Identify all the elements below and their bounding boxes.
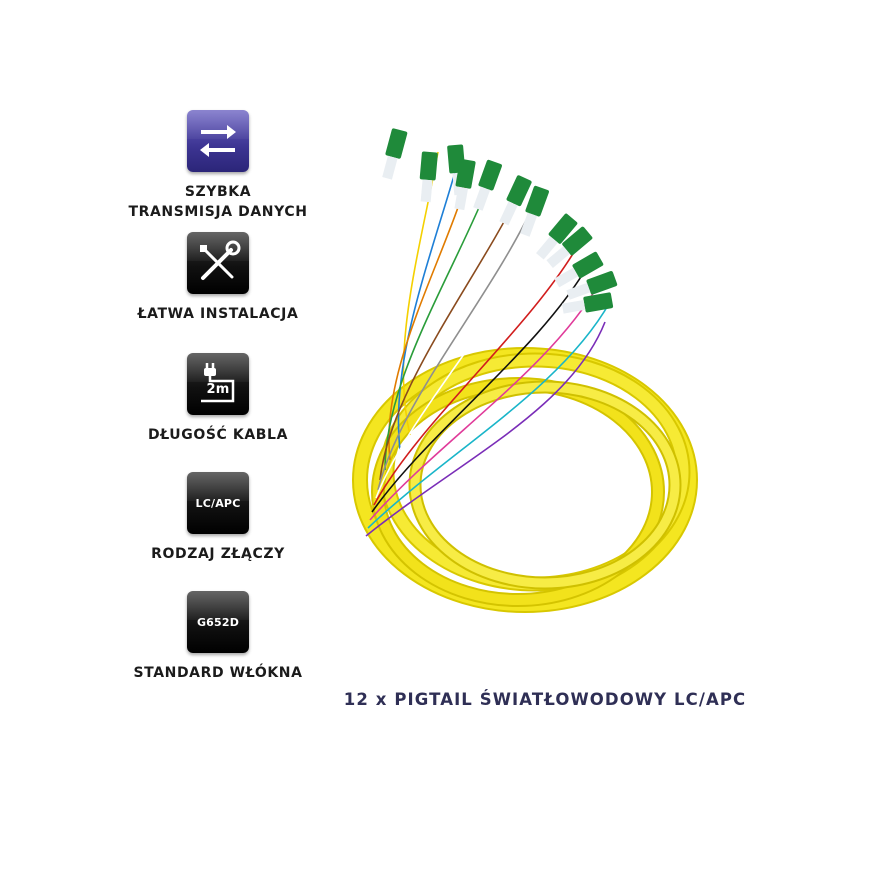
icon-text: G652D (196, 615, 240, 629)
tools-icon (187, 232, 249, 294)
connector-type-icon: LC/APC (187, 472, 249, 534)
pigtail-cable-image (352, 128, 698, 613)
feature-fast-transmission: SZYBKA TRANSMISJA DANYCH (118, 110, 318, 222)
fiber-standard-icon: G652D (187, 591, 249, 653)
feature-label: STANDARD WŁÓKNA (133, 665, 303, 681)
feature-label: DŁUGOŚĆ KABLA (147, 427, 288, 443)
icon-text: 2m (206, 381, 230, 397)
feature-label: SZYBKA TRANSMISJA DANYCH (128, 184, 308, 220)
feature-fiber-standard: G652D STANDARD WŁÓKNA (118, 591, 318, 683)
feature-label: RODZAJ ZŁĄCZY (151, 546, 285, 562)
feature-easy-install: ŁATWA INSTALACJA (118, 232, 318, 324)
feature-connector-type: LC/APC RODZAJ ZŁĄCZY (118, 472, 318, 564)
cable-length-icon: 2m (187, 353, 249, 415)
icon-text: LC/APC (195, 496, 241, 510)
feature-cable-length: 2m DŁUGOŚĆ KABLA (118, 353, 318, 445)
transfer-arrows-icon (187, 110, 249, 172)
product-caption: 12 x PIGTAIL ŚWIATŁOWODOWY LC/APC (343, 690, 747, 709)
feature-label: ŁATWA INSTALACJA (137, 306, 299, 322)
